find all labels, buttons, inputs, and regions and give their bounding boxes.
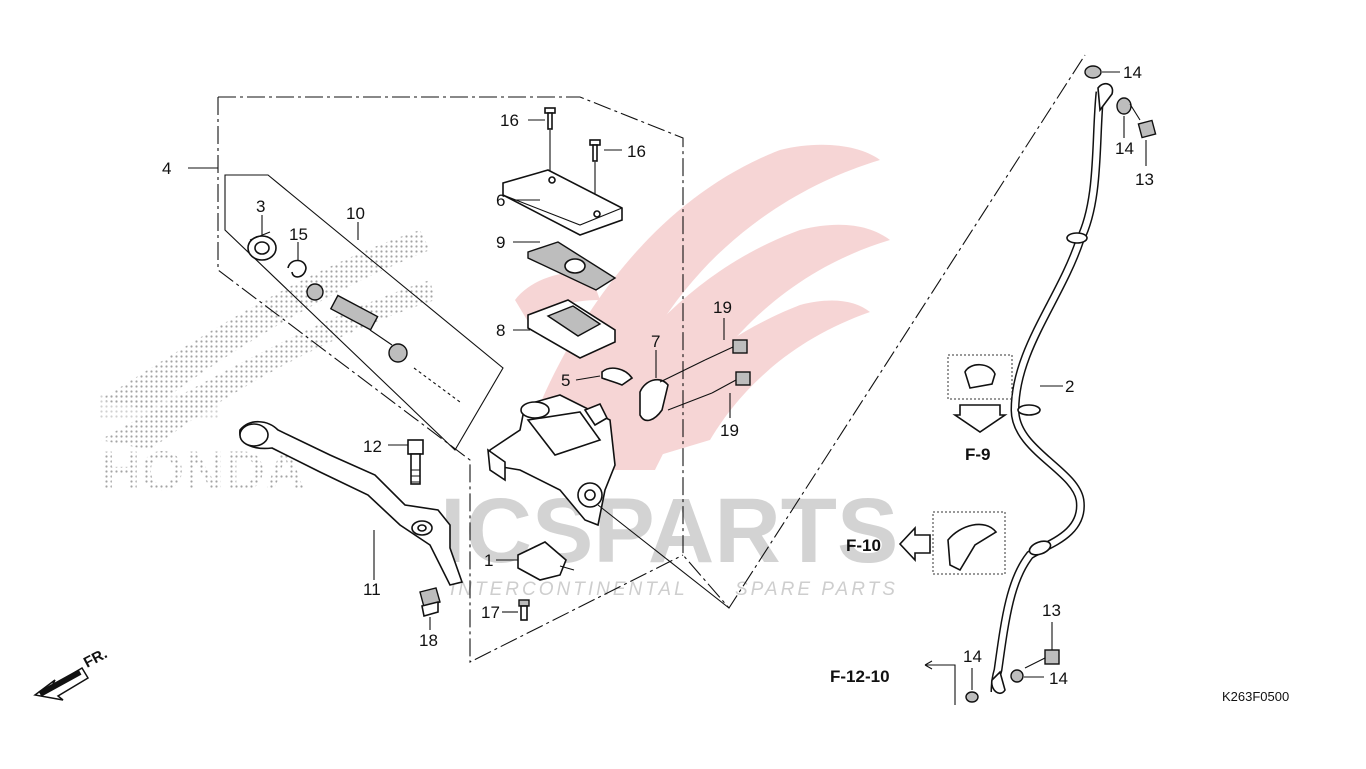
holder-part	[639, 378, 669, 422]
f9-reference-box	[947, 354, 1013, 433]
callout-7: 7	[651, 332, 660, 351]
ref-f12-10-label: F-12-10	[830, 667, 890, 686]
callout-14c-leader	[925, 664, 973, 705]
callout-13b: 13	[1042, 601, 1061, 620]
bolt-part-a	[704, 339, 748, 361]
callout-2: 2	[1065, 377, 1074, 396]
washer-top-part	[1084, 65, 1102, 79]
brake-lever-part	[239, 420, 464, 586]
washer-part	[306, 283, 324, 301]
callout-19a-leader	[659, 318, 725, 383]
switch-screw-part	[518, 599, 530, 621]
callout-13a: 13	[1135, 170, 1154, 189]
master-cylinder-assembly-boundary	[217, 54, 1086, 663]
callout-11: 11	[363, 580, 381, 599]
piston-kit-boundary	[224, 174, 504, 451]
diaphragm-part	[527, 299, 616, 359]
callout-1: 1	[484, 551, 493, 570]
callout-16a-leader	[528, 119, 551, 177]
hose-bolt-bottom-part	[1024, 649, 1060, 669]
washer-bottom-left-part	[965, 691, 979, 703]
callout-19b: 19	[720, 421, 739, 440]
pivot-bolt-part	[407, 439, 424, 485]
callout-12: 12	[363, 437, 382, 456]
washer-bottom-right-part	[1010, 669, 1024, 683]
ref-f10-label: F-10	[846, 536, 881, 555]
master-cylinder-body-part	[487, 394, 616, 527]
shop-watermark-text: ICSPARTS	[440, 480, 898, 582]
callout-19b-leader	[667, 392, 731, 418]
callout-16a: 16	[500, 111, 519, 130]
screw-part-a	[544, 107, 556, 130]
callout-8: 8	[496, 321, 505, 340]
callout-16b: 16	[627, 142, 646, 161]
callout-14d: 14	[1049, 669, 1068, 688]
callout-18: 18	[419, 631, 438, 650]
callout-19a: 19	[713, 298, 732, 317]
callout-17: 17	[481, 603, 500, 622]
front-direction-label: FR.	[81, 645, 110, 671]
boot-part	[247, 231, 277, 261]
ref-f9-label: F-9	[965, 445, 991, 464]
callout-14b: 14	[1115, 139, 1134, 158]
f10-reference-box	[898, 511, 1006, 575]
diagram-code: K263F0500	[1222, 689, 1289, 704]
front-direction-arrow-icon	[33, 666, 90, 701]
screw-part-b	[589, 139, 601, 162]
reservoir-cap-part	[502, 169, 623, 236]
watermark-tagline-right: SPARE PARTS	[735, 579, 898, 600]
callout-6: 6	[496, 191, 505, 210]
hose-bolt-top-part	[1129, 103, 1157, 139]
body-hose-leader	[597, 504, 730, 609]
bolt-part-b	[711, 371, 751, 394]
seal-part	[388, 343, 408, 363]
watermark-tagline-left: INTERCONTINENTAL	[450, 579, 688, 600]
pivot-nut-part	[419, 587, 441, 618]
callout-3: 3	[256, 197, 265, 216]
stop-switch-part	[517, 541, 575, 581]
callout-5: 5	[561, 371, 570, 390]
callout-4: 4	[162, 159, 171, 178]
honda-dotted-wing	[100, 230, 435, 450]
clip-part	[601, 367, 634, 386]
callout-9: 9	[496, 233, 505, 252]
honda-watermark-text: HONDA	[100, 439, 305, 502]
circlip-part	[287, 259, 307, 278]
callout-15: 15	[289, 225, 308, 244]
brake-hose-part	[990, 82, 1114, 695]
washer-upper-right-part	[1116, 97, 1132, 115]
callout-14a: 14	[1123, 63, 1142, 82]
callout-14c: 14	[963, 647, 982, 666]
diaphragm-plate-part	[527, 241, 617, 291]
callout-5-leader	[575, 375, 601, 381]
spring-part	[413, 367, 461, 403]
callout-10: 10	[346, 204, 365, 223]
f-12-10-arrow	[924, 660, 955, 670]
piston-part	[329, 294, 393, 346]
